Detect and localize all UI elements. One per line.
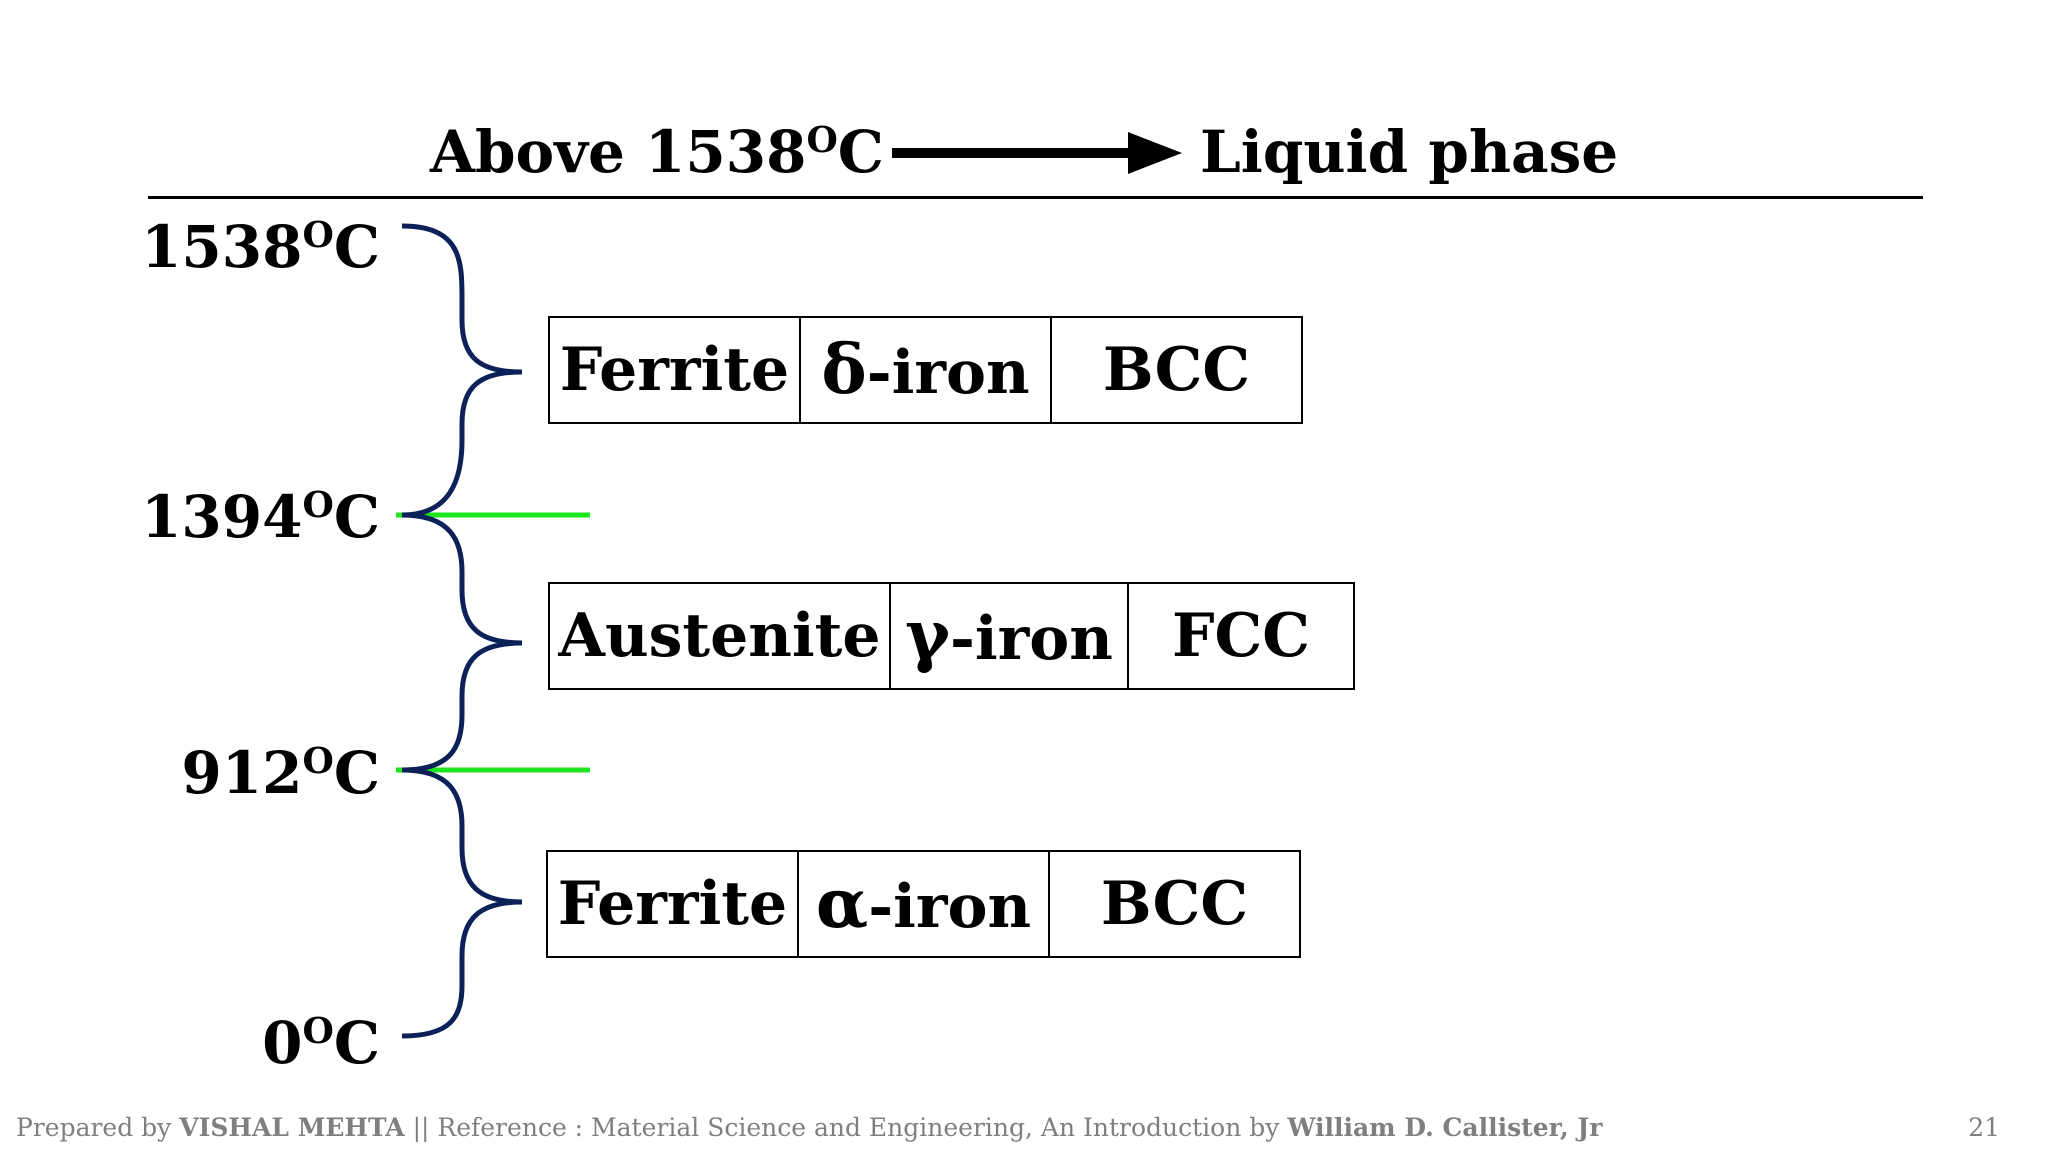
temp-unit: C <box>333 739 380 807</box>
temp-degree-sup: O <box>302 214 334 257</box>
temp-degree-sup: O <box>302 484 334 527</box>
header-divider <box>148 196 1923 199</box>
phase-iron-cell: δ-iron <box>799 316 1052 424</box>
temp-label-912: 912OC <box>80 738 380 808</box>
phase-iron-cell: α-iron <box>797 850 1050 958</box>
phase-table-delta: Ferrite δ-iron BCC <box>548 316 1303 424</box>
temp-label-1538: 1538OC <box>80 212 380 282</box>
header-unit: C <box>837 118 884 186</box>
footer-reference-author: William D. Callister, Jr <box>1287 1113 1603 1142</box>
iron-suffix: -iron <box>868 872 1032 942</box>
greek-letter: δ <box>821 330 867 410</box>
footer-reference: || Reference : Material Science and Engi… <box>404 1113 1288 1142</box>
temp-unit: C <box>333 1009 380 1077</box>
temp-label-1394: 1394OC <box>80 482 380 552</box>
temp-value: 912 <box>181 739 303 807</box>
table-row: Ferrite α-iron BCC <box>546 850 1301 958</box>
phase-name-cell: Ferrite <box>548 316 801 424</box>
phase-structure-cell: BCC <box>1048 850 1301 958</box>
phase-table-gamma: Austenite γ-iron FCC <box>548 582 1355 690</box>
iron-suffix: -iron <box>866 338 1030 408</box>
phase-iron-cell: γ-iron <box>889 582 1129 690</box>
temp-value: 0 <box>262 1009 303 1077</box>
brace-gamma-range <box>401 512 523 773</box>
temp-value: 1394 <box>141 483 303 551</box>
header-liquid-phase: Liquid phase <box>1200 118 1619 186</box>
header-above-text: Above 1538 <box>430 118 807 186</box>
iron-suffix: -iron <box>949 604 1113 674</box>
brace-alpha-range <box>401 767 523 1039</box>
footer-author: VISHAL MEHTA <box>179 1113 405 1142</box>
temp-degree-sup: O <box>302 1010 334 1053</box>
right-arrow-icon <box>892 132 1182 174</box>
greek-letter: α <box>815 864 869 944</box>
header-degree-sup: O <box>806 119 838 162</box>
header-above-temperature: Above 1538OC <box>430 112 884 192</box>
temp-degree-sup: O <box>302 740 334 783</box>
brace-delta-range <box>401 223 523 518</box>
phase-name-cell: Austenite <box>548 582 891 690</box>
phase-structure-cell: BCC <box>1050 316 1303 424</box>
temp-value: 1538 <box>141 213 303 281</box>
footer-credits: Prepared by VISHAL MEHTA || Reference : … <box>16 1112 1602 1144</box>
temp-label-0: 0OC <box>80 1008 380 1078</box>
phase-structure-cell: FCC <box>1127 582 1355 690</box>
phase-name-cell: Ferrite <box>546 850 799 958</box>
page-number: 21 <box>1968 1113 2000 1142</box>
table-row: Austenite γ-iron FCC <box>548 582 1355 690</box>
temp-unit: C <box>333 483 380 551</box>
phase-table-alpha: Ferrite α-iron BCC <box>546 850 1301 958</box>
greek-letter: γ <box>905 596 950 676</box>
footer-prepared-by: Prepared by <box>16 1113 180 1142</box>
temp-unit: C <box>333 213 380 281</box>
table-row: Ferrite δ-iron BCC <box>548 316 1303 424</box>
